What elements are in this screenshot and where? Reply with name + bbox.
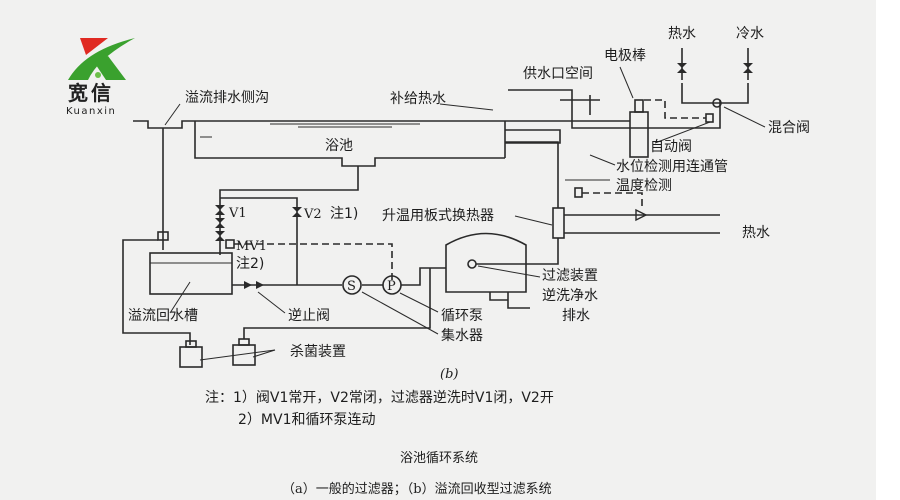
p-symbol: P <box>387 279 396 294</box>
label-supply-space: 供水口空间 <box>523 66 593 82</box>
label-sterilizer: 杀菌装置 <box>290 344 346 360</box>
temperature-sensor <box>574 187 583 198</box>
figure-title: 浴池循环系统 <box>400 451 478 466</box>
logo-name-en: Kuanxin <box>66 106 117 117</box>
circulation-pump[interactable] <box>382 275 402 295</box>
logo-name-cn: 宽信 <box>68 81 114 105</box>
note-line-1: 注：1）阀V1常开，V2常闭，过滤器逆洗时V1闭，V2开 <box>205 390 554 406</box>
overflow-tank <box>149 252 233 295</box>
filter-tank <box>445 232 527 293</box>
label-pool: 浴池 <box>325 138 353 154</box>
label-overflow-gutter: 溢流排水侧沟 <box>185 90 269 106</box>
note-line-2: 2）MV1和循环泵连动 <box>238 412 375 428</box>
label-level-pipe: 水位检测用连通管 <box>616 159 728 175</box>
valve-v1[interactable] <box>215 205 225 241</box>
bypass-pipe <box>220 197 298 285</box>
s-symbol: S <box>347 279 356 294</box>
label-backwash: 逆洗净水 <box>542 288 598 304</box>
label-note2-ref: 注2) <box>236 256 264 272</box>
mixing-valve[interactable] <box>712 98 722 108</box>
pool-structure <box>133 120 630 167</box>
logo-mark <box>68 38 135 80</box>
label-temp-detect: 温度检测 <box>616 178 672 194</box>
label-auto-valve: 自动阀 <box>650 139 692 155</box>
label-check-valve: 逆止阀 <box>288 308 330 324</box>
mixing-pipe <box>681 83 749 104</box>
valve-v2[interactable] <box>292 207 302 217</box>
plate-heat-exchanger <box>552 207 565 239</box>
label-collector: 集水器 <box>441 327 483 344</box>
label-mv1: MV1 <box>236 239 267 254</box>
label-pump: 循环泵 <box>441 308 483 324</box>
electrode-column <box>629 111 649 158</box>
temperature-control-valve[interactable] <box>635 208 648 222</box>
label-electrode: 电极棒 <box>604 48 646 64</box>
label-v2: V2 <box>303 207 322 222</box>
label-drain: 排水 <box>562 308 590 324</box>
label-hot-water-in: 热水 <box>668 26 696 42</box>
label-filter: 过滤装置 <box>542 268 598 284</box>
label-v1: V1 <box>228 206 247 221</box>
label-makeup-hot-water: 补给热水 <box>390 91 446 107</box>
label-hot-water-out: 热水 <box>742 225 770 241</box>
motor-valve-mv1[interactable] <box>225 239 235 249</box>
check-valve[interactable] <box>244 281 264 289</box>
auto-valve[interactable] <box>705 113 714 123</box>
label-overflow-tank: 溢流回水槽 <box>128 308 198 324</box>
scanned-page <box>0 0 876 500</box>
sterilizer-units <box>179 268 431 368</box>
leader-lines <box>164 66 766 361</box>
mv1-control-line <box>234 243 393 282</box>
label-cold-water-in: 冷水 <box>736 26 764 42</box>
figure-caption: （a）一般的过滤器；（b）溢流回收型过滤系统 <box>282 481 552 497</box>
collector-strainer <box>342 275 362 295</box>
label-heat-exchanger: 升温用板式换热器 <box>382 207 494 224</box>
label-note1-ref: 注1) <box>330 206 358 222</box>
figure-sub-label: (b) <box>440 367 458 382</box>
tank-inlet <box>157 231 169 241</box>
label-mixing-valve: 混合阀 <box>768 120 810 136</box>
